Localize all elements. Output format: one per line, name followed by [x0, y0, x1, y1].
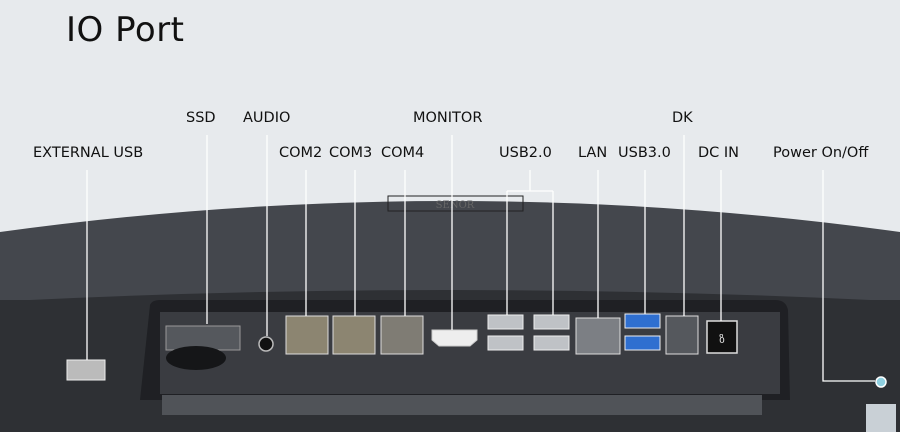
page-title: IO Port — [66, 10, 185, 50]
label-usb30: USB3.0 — [618, 145, 671, 161]
power-button — [875, 376, 887, 388]
usb2-port — [533, 335, 570, 351]
brand-plate-text: SENOR — [436, 200, 475, 211]
label-com2: COM2 — [279, 145, 323, 161]
label-com4: COM4 — [381, 145, 425, 161]
brand-plate — [387, 195, 524, 212]
label-usb20: USB2.0 — [499, 145, 552, 161]
label-dk: DK — [672, 110, 693, 126]
lan-port — [575, 317, 621, 355]
external-usb-port — [66, 359, 106, 381]
usb2-port — [533, 314, 570, 330]
brand-logo — [866, 404, 896, 432]
label-audio: AUDIO — [243, 110, 291, 126]
label-com3: COM3 — [329, 145, 373, 161]
label-external-usb: EXTERNAL USB — [33, 145, 144, 161]
label-ssd: SSD — [186, 110, 216, 126]
dc-in-port — [706, 320, 738, 354]
com3-port — [332, 315, 376, 355]
audio-jack — [258, 336, 274, 352]
usb3-port — [624, 313, 661, 329]
usb3-port — [624, 335, 661, 351]
label-monitor: MONITOR — [413, 110, 483, 126]
usb2-port — [487, 335, 524, 351]
svg-text:ზ: ზ — [719, 333, 725, 346]
ssd-slot — [165, 325, 241, 351]
label-dc-in: DC IN — [698, 145, 740, 161]
hdmi-port — [431, 329, 478, 347]
com4-port — [380, 315, 424, 355]
dk-port — [665, 315, 699, 355]
usb2-port — [487, 314, 524, 330]
com2-port — [285, 315, 329, 355]
label-lan: LAN — [578, 145, 608, 161]
leader-lines — [86, 135, 875, 382]
label-power: Power On/Off — [773, 145, 869, 161]
